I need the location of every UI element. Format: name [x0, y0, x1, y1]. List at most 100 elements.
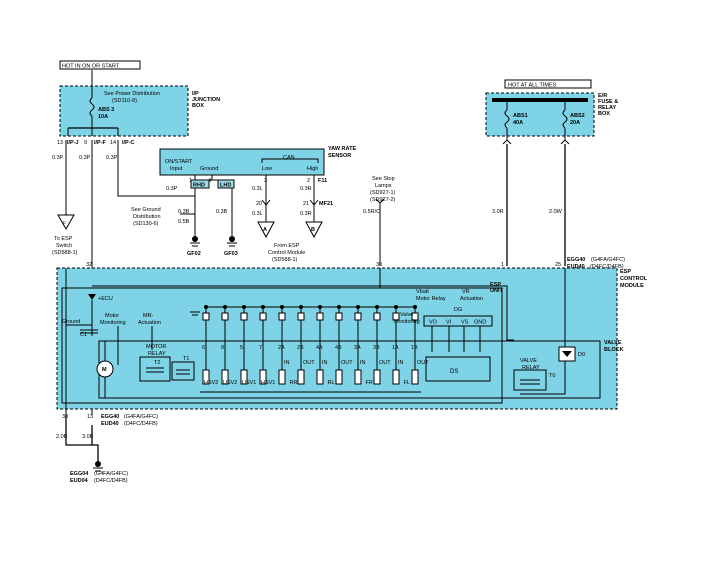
svg-text:EUD40: EUD40	[567, 264, 585, 270]
solenoid-coil-icon	[335, 369, 343, 385]
valve-relay-coil-icon	[520, 379, 540, 385]
svg-text:Valve: Valve	[400, 312, 413, 318]
svg-text:GF03: GF03	[224, 251, 238, 257]
svg-text:Vbatt: Vbatt	[416, 289, 429, 295]
svg-text:2: 2	[307, 178, 310, 184]
solenoid-coil-icon	[240, 369, 248, 385]
solenoid-number: 2B	[297, 345, 304, 351]
svg-text:9: 9	[84, 140, 87, 146]
svg-text:I/P-J: I/P-J	[67, 140, 79, 146]
solenoid-coil-icon	[354, 369, 362, 385]
solenoid-io-label: IN	[398, 360, 404, 366]
valve-group-label: RR	[290, 380, 298, 386]
ip-pins: 13 I/P-J 9 I/P-F 14 I/P-C 0.3P 0.3P 0.3P…	[52, 140, 196, 300]
svg-text:+ECU: +ECU	[98, 296, 113, 302]
solenoid-coil-icon	[316, 369, 324, 385]
svg-text:A: A	[263, 227, 267, 233]
svg-text:VO: VO	[429, 320, 438, 326]
svg-text:14: 14	[110, 140, 116, 146]
fuse-abs3-name: ABS 3	[98, 107, 114, 113]
relay-t1-coil-icon	[176, 369, 190, 375]
svg-text:0.3B: 0.3B	[178, 209, 190, 215]
solenoid-io-label: IN	[322, 360, 328, 366]
svg-text:32: 32	[86, 262, 92, 268]
ip-box-label-2: JUNCTION	[192, 97, 220, 103]
solenoid-io-label: OUT	[379, 360, 391, 366]
svg-text:0.5R/O: 0.5R/O	[363, 209, 381, 215]
svg-text:To ESP: To ESP	[54, 236, 73, 242]
svg-text:Monitoring: Monitoring	[100, 320, 126, 326]
svg-text:3.0R: 3.0R	[492, 209, 504, 215]
svg-text:EGG40: EGG40	[101, 414, 119, 420]
svg-text:(SD130-6): (SD130-6)	[133, 221, 159, 227]
svg-text:(G4FA/G4FC): (G4FA/G4FC)	[591, 257, 625, 263]
svg-text:HOT AT ALL TIMES: HOT AT ALL TIMES	[508, 83, 557, 89]
solenoid-number: 8	[221, 345, 224, 351]
valve-connector-icon	[297, 312, 305, 321]
solenoid-coil-icon	[297, 369, 305, 385]
solenoid-number: 7	[259, 345, 262, 351]
svg-text:Input: Input	[170, 166, 183, 172]
solenoid-io-label: OUT	[341, 360, 353, 366]
svg-text:25: 25	[555, 262, 561, 268]
svg-text:ESP: ESP	[490, 282, 501, 288]
svg-text:Actuation: Actuation	[460, 296, 483, 302]
svg-text:VI: VI	[446, 320, 452, 326]
solenoid-io-label: IN	[284, 360, 290, 366]
solenoid-io-label: IN	[360, 360, 366, 366]
svg-text:GF02: GF02	[187, 251, 201, 257]
svg-text:UNIT: UNIT	[490, 288, 503, 294]
svg-text:VALVE: VALVE	[520, 358, 537, 364]
svg-text:MODULE: MODULE	[620, 283, 644, 289]
svg-text:Actuation: Actuation	[138, 320, 161, 326]
solenoid-io-label: OUT	[303, 360, 315, 366]
svg-text:(G4FA/G4FC): (G4FA/G4FC)	[124, 414, 158, 420]
svg-text:EUD04: EUD04	[70, 478, 89, 484]
svg-text:0.3L: 0.3L	[252, 186, 263, 192]
solenoid-coil-icon	[278, 369, 286, 385]
esp-control-module: 32 30 1 25 EGG40 (G4FA/G4FC) EUD40 (D4FC…	[56, 257, 648, 427]
svg-text:ESP: ESP	[620, 269, 631, 275]
svg-text:See Stop: See Stop	[372, 176, 395, 182]
svg-text:0.3P: 0.3P	[79, 155, 91, 161]
svg-text:(D4FC/D4FB): (D4FC/D4FB)	[94, 478, 128, 484]
svg-text:ABS2: ABS2	[570, 113, 585, 119]
svg-text:0.3B: 0.3B	[216, 209, 228, 215]
svg-text:DS: DS	[450, 369, 458, 375]
connector-a-icon	[257, 221, 275, 239]
svg-text:MOTOR: MOTOR	[146, 344, 166, 350]
svg-text:0.3P: 0.3P	[166, 186, 178, 192]
solenoid-io-label: OUT	[417, 360, 429, 366]
svg-text:Switch: Switch	[56, 243, 72, 249]
svg-text:(D4FC/D4FB): (D4FC/D4FB)	[124, 421, 158, 427]
svg-text:40A: 40A	[513, 120, 523, 126]
svg-text:0.5B: 0.5B	[178, 219, 190, 225]
svg-text:ABS1: ABS1	[513, 113, 528, 119]
solenoid-coil-icon	[221, 369, 229, 385]
valve-connector-icon	[316, 312, 324, 321]
see-power-text: See Power Distribution	[104, 91, 160, 97]
svg-text:RHD: RHD	[193, 183, 205, 189]
svg-text:c: c	[63, 220, 66, 226]
valve-connector-icon	[202, 312, 210, 321]
svg-text:T1: T1	[183, 356, 189, 362]
svg-text:T2: T2	[154, 360, 160, 366]
svg-text:13: 13	[57, 140, 63, 146]
svg-text:I/P-F: I/P-F	[94, 140, 107, 146]
valve-connector-icon	[278, 312, 286, 321]
svg-text:Ground: Ground	[62, 319, 80, 325]
svg-text:Distribution: Distribution	[133, 214, 161, 220]
svg-text:21: 21	[303, 201, 309, 207]
valve-group-label: FL	[404, 380, 410, 386]
er-fuse-relay-box: HOT AT ALL TIMES E/R FUSE & RELAY BOX AB…	[485, 79, 618, 266]
valve-group-label: USV1	[242, 380, 256, 386]
svg-text:E/R: E/R	[598, 93, 607, 99]
solenoid-number: 4A	[316, 345, 323, 351]
svg-text:High: High	[307, 166, 318, 172]
solenoid-number: 4B	[335, 345, 342, 351]
svg-text:BLOCK: BLOCK	[604, 347, 624, 353]
ground-egg04-icon	[95, 461, 101, 467]
svg-text:BOX: BOX	[598, 111, 610, 117]
svg-text:EUD40: EUD40	[101, 421, 119, 427]
